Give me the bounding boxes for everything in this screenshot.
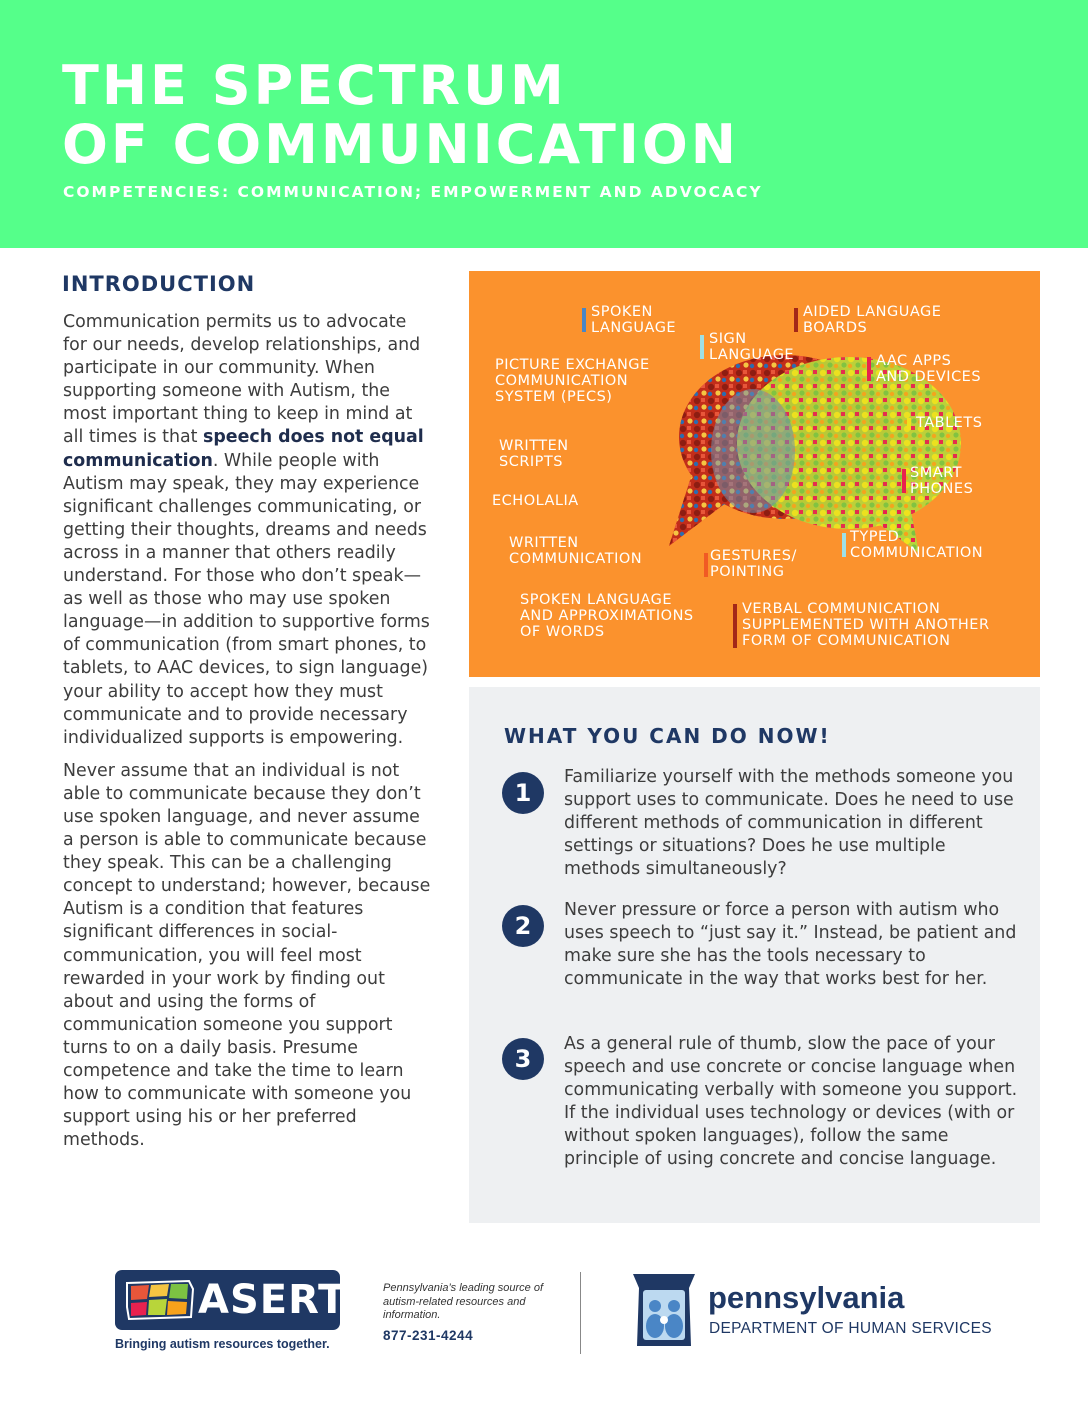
step-1-text: Familiarize yourself with the methods so… <box>564 767 1014 880</box>
phone-number: 877-231-4244 <box>383 1328 474 1343</box>
pennsylvania-keystone-icon <box>633 1274 695 1346</box>
label-tablets: TABLETS <box>916 415 983 431</box>
label-bar-tablets <box>907 418 911 430</box>
label-bar-smart-phones <box>902 469 906 493</box>
asert-tagline: Bringing autism resources together. <box>115 1337 330 1351</box>
label-bar-gestures <box>704 553 708 577</box>
asert-wordmark: ASERT <box>198 1277 347 1323</box>
introduction-body: Communication permits us to advocate for… <box>63 311 431 1162</box>
step-2-number: 2 <box>502 905 544 947</box>
step-3-number: 3 <box>502 1038 544 1080</box>
pennsylvania-wordmark: pennsylvania <box>708 1280 905 1315</box>
title-line-1: THE SPECTRUM <box>62 54 567 117</box>
label-bar-spoken-language <box>582 308 586 332</box>
label-bar-sign-language <box>700 335 704 359</box>
step-1-number: 1 <box>502 772 544 814</box>
pennsylvania-map-icon <box>126 1279 195 1321</box>
intro-p1-bold: speech does not equal communication <box>63 427 424 471</box>
label-bar-verbal <box>733 604 737 648</box>
label-bar-aac <box>867 357 871 381</box>
footer-divider <box>580 1272 581 1354</box>
intro-p1-start: Communication permits us to advocate for… <box>63 312 421 448</box>
step-3-text: As a general rule of thumb, slow the pac… <box>564 1034 1018 1170</box>
what-you-can-do-heading: WHAT YOU CAN DO NOW! <box>504 724 831 748</box>
header-banner: THE SPECTRUM OF COMMUNICATION COMPETENCI… <box>0 0 1088 248</box>
title-line-2: OF COMMUNICATION <box>62 113 739 176</box>
intro-paragraph-1: Communication permits us to advocate for… <box>63 311 431 750</box>
intro-paragraph-2: Never assume that an individual is not a… <box>63 760 431 1151</box>
label-echolalia: ECHOLALIA <box>492 493 579 509</box>
department-name: DEPARTMENT OF HUMAN SERVICES <box>709 1320 992 1337</box>
label-bar-typed <box>842 533 846 557</box>
page-title: THE SPECTRUM OF COMMUNICATION <box>62 56 739 174</box>
step-2-text: Never pressure or force a person with au… <box>564 900 1017 990</box>
asert-logo: ASERT <box>115 1270 345 1330</box>
label-gestures-pointing: GESTURES/POINTING <box>710 548 797 580</box>
label-bar-aided-language <box>794 308 798 332</box>
what-you-can-do-panel: WHAT YOU CAN DO NOW! 1 Familiarize yours… <box>469 687 1040 1223</box>
source-description: Pennsylvania’s leading source of autism-… <box>383 1282 544 1321</box>
competencies-subtitle: COMPETENCIES: COMMUNICATION; EMPOWERMENT… <box>63 183 763 201</box>
intro-p1-end: . While people with Autism may speak, th… <box>63 450 430 748</box>
introduction-heading: INTRODUCTION <box>62 272 256 296</box>
